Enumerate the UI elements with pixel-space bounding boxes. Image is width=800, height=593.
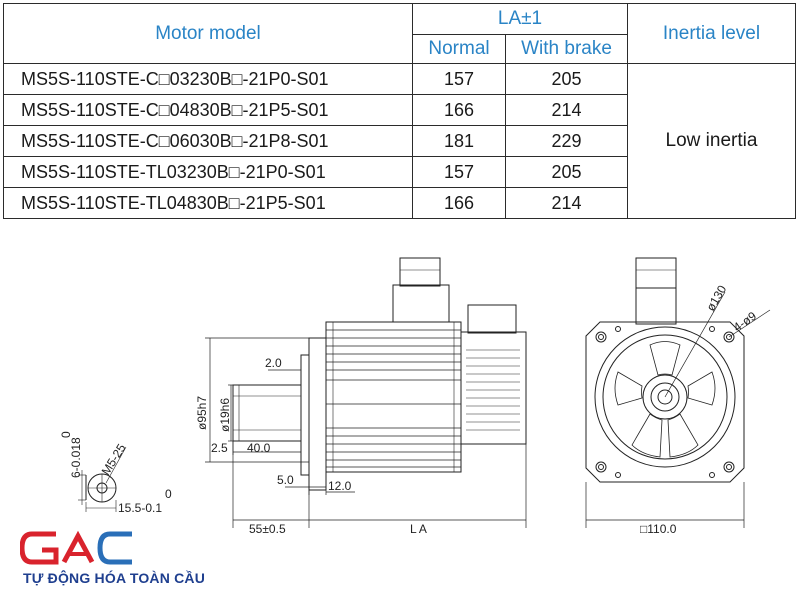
key-dim-label: 6-0.018	[69, 437, 83, 478]
dim-flange-dia-label: ø95h7	[195, 396, 209, 430]
header-normal: Normal	[412, 34, 506, 64]
header-la: LA±1	[412, 3, 628, 35]
table-row: MS5S-110STE-TL03230B□-21P0-S01 157 205	[3, 156, 796, 188]
model-cell: MS5S-110STE-C□04830B□-21P5-S01	[3, 94, 413, 126]
dim-shaft-dia-label: ø19h6	[218, 398, 232, 432]
table-row: MS5S-110STE-C□03230B□-21P0-S01 157 205 L…	[3, 63, 796, 219]
dim-body-len-label: L A	[410, 522, 427, 536]
table-row: MS5S-110STE-C□06030B□-21P8-S01 181 229	[3, 125, 796, 157]
motor-drawing: 0 6-0.018 M5-25 15.5-0.1 0	[59, 257, 771, 536]
normal-cell: 166	[412, 187, 506, 219]
key-depth-label: 15.5-0.1	[118, 501, 162, 515]
normal-cell: 157	[412, 63, 506, 95]
dim-shaft-len-label: 55±0.5	[249, 522, 286, 536]
header-inertia-level: Inertia level	[627, 3, 796, 64]
model-cell: MS5S-110STE-TL04830B□-21P5-S01	[3, 187, 413, 219]
dim-shaft-end-label: 2.0	[265, 356, 282, 370]
brake-cell: 205	[505, 63, 628, 95]
brake-cell: 229	[505, 125, 628, 157]
side-dimension-lines	[205, 337, 527, 528]
table-row: MS5S-110STE-TL04830B□-21P5-S01 166 214	[3, 187, 796, 219]
model-cell: MS5S-110STE-TL03230B□-21P0-S01	[3, 156, 413, 188]
key-depth-top-label: 0	[165, 487, 172, 501]
dim-holes-label: 4-ø9	[731, 309, 760, 335]
header-motor-model: Motor model	[3, 3, 413, 64]
logo-tagline: TỰ ĐỘNG HÓA TOÀN CẦU	[23, 570, 206, 586]
normal-cell: 166	[412, 94, 506, 126]
dim-spigot-label: 5.0	[277, 473, 294, 487]
brake-cell: 214	[505, 187, 628, 219]
side-view	[232, 257, 527, 491]
dim-pcd-label: ø130	[703, 283, 729, 314]
key-tol-top-label: 0	[59, 431, 73, 438]
gac-logo-mark	[19, 530, 132, 565]
model-cell: MS5S-110STE-C□06030B□-21P8-S01	[3, 125, 413, 157]
model-cell: MS5S-110STE-C□03230B□-21P0-S01	[3, 63, 413, 95]
header-with-brake: With brake	[505, 34, 628, 64]
spec-table: Motor model LA±1 Inertia level Normal Wi…	[3, 3, 796, 219]
key-thread-label: M5-25	[99, 441, 129, 478]
table-row: MS5S-110STE-C□04830B□-21P5-S01 166 214	[3, 94, 796, 126]
dim-flange-thk-label: 2.5	[211, 441, 228, 455]
front-view	[585, 257, 745, 483]
keyway-detail	[78, 446, 127, 512]
dim-square-label: □110.0	[640, 522, 677, 536]
dim-flange-w-label: 12.0	[328, 479, 352, 493]
normal-cell: 157	[412, 156, 506, 188]
gac-logo: TỰ ĐỘNG HÓA TOÀN CẦU	[19, 530, 205, 590]
inertia-cell: Low inertia	[627, 63, 796, 219]
front-dimension-lines	[585, 291, 771, 528]
normal-cell: 181	[412, 125, 506, 157]
brake-cell: 214	[505, 94, 628, 126]
brake-cell: 205	[505, 156, 628, 188]
dim-key-len-label: 40.0	[247, 441, 271, 455]
